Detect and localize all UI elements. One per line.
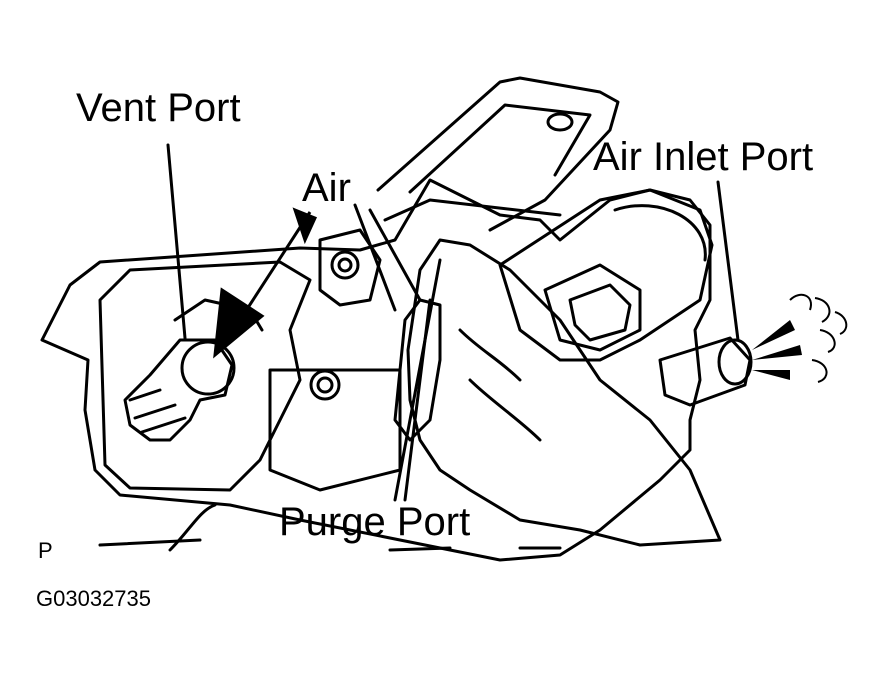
base-line-mid bbox=[388, 546, 452, 552]
air-arrow-head bbox=[213, 287, 265, 359]
valve-body-neck bbox=[318, 228, 382, 307]
hand-knuckles bbox=[458, 328, 542, 442]
mounting-bracket bbox=[376, 76, 620, 232]
air-label: Air bbox=[302, 166, 351, 210]
canister-housing-outline bbox=[40, 178, 712, 562]
bolt-lower-inner bbox=[316, 376, 334, 394]
air-arrow bbox=[213, 207, 318, 359]
air-inlet-port-label: Air Inlet Port bbox=[593, 135, 814, 179]
air-line-1 bbox=[353, 203, 397, 312]
vent-port-ribs bbox=[128, 388, 187, 434]
bracket-lower-edge bbox=[383, 198, 562, 222]
purge-port-leader-2 bbox=[403, 298, 432, 502]
bracket-bolt-hole bbox=[546, 112, 574, 132]
air-inlet-nozzle bbox=[658, 336, 752, 407]
mounting-bracket-inner bbox=[408, 103, 592, 194]
vsv-body bbox=[498, 188, 714, 362]
canister-inner-ridge bbox=[98, 260, 312, 492]
bolt-upper-inner bbox=[337, 257, 353, 273]
view-letter-label: P bbox=[38, 538, 53, 563]
vsv-ring bbox=[613, 204, 707, 262]
vent-port-opening bbox=[180, 340, 236, 396]
figure-code-label: G03032735 bbox=[36, 586, 151, 611]
base-line-left bbox=[98, 538, 202, 547]
vsv-connector bbox=[543, 263, 642, 352]
bolt-upper bbox=[330, 250, 360, 280]
air-line-2 bbox=[368, 208, 422, 302]
air-arrow-tail bbox=[292, 207, 318, 245]
bolt-lower bbox=[309, 369, 341, 401]
vent-port-leader bbox=[166, 143, 187, 340]
base-edge bbox=[168, 503, 217, 552]
purge-port-label: Purge Port bbox=[279, 500, 471, 544]
air-jets bbox=[752, 320, 802, 380]
air-inlet-opening bbox=[717, 338, 753, 386]
air-puffs bbox=[789, 293, 848, 383]
vsv-connector-tab bbox=[568, 283, 632, 342]
hand-thumb bbox=[393, 298, 442, 442]
vent-port-nozzle bbox=[123, 338, 234, 442]
purge-port-leader-1 bbox=[393, 258, 442, 502]
valve-body-lower bbox=[268, 368, 402, 492]
air-inlet-leader bbox=[716, 180, 740, 342]
vent-port-label: Vent Port bbox=[76, 86, 241, 130]
